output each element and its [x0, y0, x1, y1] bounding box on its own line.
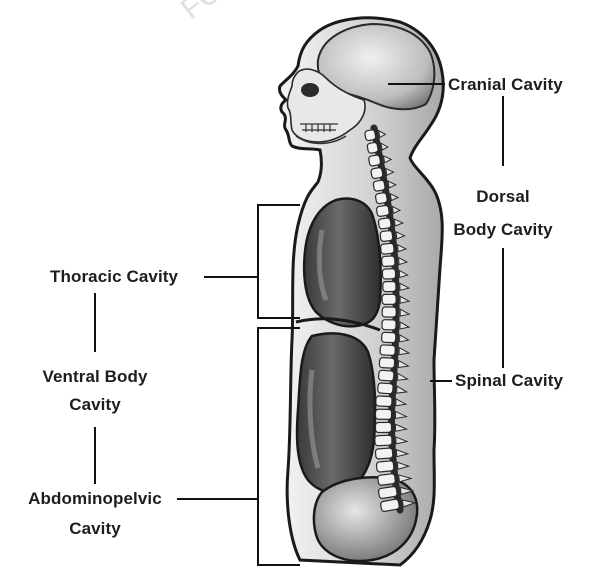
vertebra — [379, 230, 394, 242]
vertebra-spinous-process — [394, 423, 409, 432]
thoracic-bracket — [257, 204, 300, 319]
thoracic-cavity-shape — [302, 197, 382, 328]
vertebra — [375, 395, 393, 408]
vertebra-spinous-process — [395, 397, 408, 407]
vertebra — [381, 255, 396, 268]
label-thoracic-cavity: Thoracic Cavity — [50, 267, 179, 286]
vertebra — [382, 280, 397, 293]
vertebra-spinous-process — [399, 295, 411, 304]
abdominopelvic-bracket — [257, 327, 300, 566]
vertebra — [379, 344, 396, 356]
vertebra-spinous-process — [396, 372, 410, 381]
vertebra — [374, 434, 393, 447]
vertebra — [381, 293, 397, 305]
vertebra-spinous-process — [391, 205, 402, 215]
label-spinal-cavity: Spinal Cavity — [455, 371, 564, 390]
vertebra-spinous-process — [399, 486, 415, 496]
vertebra — [364, 129, 377, 142]
vertebra — [368, 154, 382, 167]
vertebra-spinous-process — [396, 243, 408, 253]
vertebra-spinous-process — [396, 461, 411, 470]
vertebra — [375, 460, 395, 473]
label-ventral-body: Ventral Body — [42, 367, 148, 386]
vertebra-spinous-process — [393, 218, 405, 227]
vertebra — [380, 498, 400, 513]
vertebra-spinous-process — [395, 231, 406, 240]
vertebra-spinous-process — [385, 167, 395, 177]
vertebra — [374, 408, 393, 420]
vertebra-spinous-process — [399, 308, 411, 317]
vertebra-spinous-process — [380, 142, 389, 151]
vertebra-spinous-process — [398, 256, 409, 266]
vertebra — [377, 473, 396, 486]
vertebra — [381, 306, 397, 318]
vertebra-spinous-process — [401, 499, 417, 508]
vertebra — [381, 268, 397, 280]
eye-socket — [301, 83, 319, 97]
vertebra — [374, 421, 393, 434]
vertebra-spinous-process — [396, 385, 409, 394]
jaw-teeth — [300, 123, 338, 132]
vertebra-spinous-process — [395, 436, 409, 445]
vertebra — [374, 447, 394, 460]
label-abdominopelvic-cavity: Cavity — [69, 519, 121, 538]
vertebra-spinous-process — [387, 180, 397, 189]
vertebra — [380, 242, 395, 255]
vertebra-spinous-process — [399, 333, 411, 343]
label-body-cavity: Body Cavity — [453, 220, 553, 239]
vertebra-spinous-process — [399, 282, 411, 291]
vertebra-spinous-process — [395, 448, 410, 458]
vertebra-spinous-process — [382, 154, 393, 164]
label-ventral-cavity: Cavity — [69, 395, 121, 414]
vertebra — [372, 179, 386, 192]
vertebra-spinous-process — [398, 474, 413, 483]
vertebra-spinous-process — [398, 346, 411, 356]
label-cranial-cavity: Cranial Cavity — [448, 75, 563, 94]
vertebra-spinous-process — [397, 359, 410, 369]
vertebra — [381, 319, 397, 331]
vertebra-spinous-process — [377, 129, 387, 139]
vertebra-spinous-process — [399, 321, 411, 330]
vertebral-column — [364, 129, 417, 513]
diaphragm — [295, 317, 381, 332]
vertebra-spinous-process — [398, 269, 409, 279]
vertebra — [366, 141, 379, 154]
vertebra — [377, 485, 398, 499]
label-abdominopelvic: Abdominopelvic — [28, 489, 162, 508]
vertebra — [374, 192, 388, 205]
connector-lines — [94, 83, 504, 566]
vertebra — [381, 331, 397, 344]
vertebra — [377, 382, 394, 395]
vertebra-spinous-process — [394, 410, 409, 420]
vertebra — [370, 167, 384, 180]
abdomen-highlight — [307, 369, 321, 469]
jaw-line — [295, 135, 347, 145]
vertebra — [378, 357, 396, 369]
vertebra — [377, 217, 392, 230]
vertebra — [377, 369, 395, 382]
label-dorsal: Dorsal — [476, 187, 530, 206]
vertebra-spinous-process — [389, 192, 400, 202]
vertebra — [376, 204, 390, 217]
lung-highlight — [316, 229, 329, 301]
